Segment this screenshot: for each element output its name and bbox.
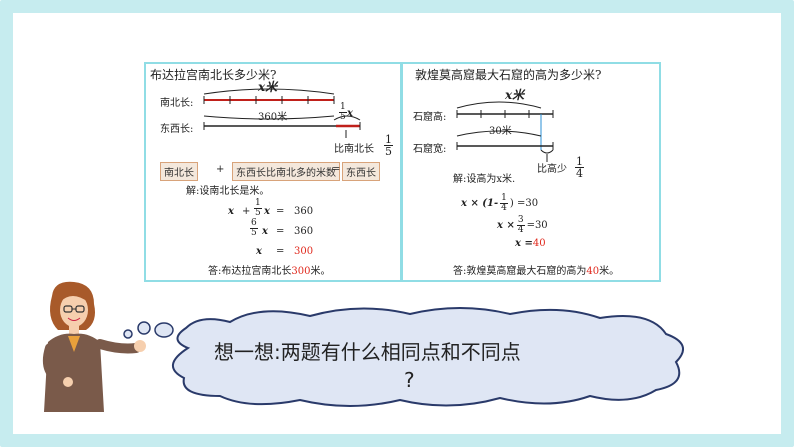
eq1-x2: x — [264, 206, 270, 217]
eq2-x: x — [262, 226, 268, 237]
solve-line-2: 解:设高为x米. — [453, 174, 516, 185]
eq3-x: x — [256, 246, 262, 257]
thought-cloud — [123, 307, 685, 407]
eq1-val: 360 — [294, 206, 314, 217]
eq2-3: x =40 — [515, 238, 546, 249]
problem2-line-diagram — [456, 101, 554, 162]
height-label: 石窟高: — [413, 112, 447, 123]
eq2-val: 360 — [294, 226, 314, 237]
ns-label: 南北长: — [160, 98, 194, 109]
problem2-question: 敦煌莫高窟最大石窟的高为多少米? — [415, 68, 602, 82]
thought-line-2: ? — [404, 368, 415, 392]
box-ew: 东西长 — [342, 162, 380, 181]
problem1-line-diagram — [203, 88, 361, 138]
problem2-x-label: x米 — [505, 88, 525, 102]
eq2-eq: = — [276, 226, 285, 237]
answer1: 答:布达拉宫南北长300米。 — [208, 266, 331, 277]
box-diff: 东西长比南北多的米数 — [232, 162, 340, 181]
problem1-question: 布达拉宫南北长多少米? — [150, 68, 277, 82]
eq1-x: x — [228, 206, 234, 217]
len-30: 30米 — [489, 126, 512, 137]
teacher-illustration — [42, 281, 146, 412]
box-ns: 南北长 — [160, 162, 198, 181]
problem1-x-label: x米 — [258, 80, 278, 94]
plus-sign: + — [216, 164, 225, 175]
eq3-eq: = — [276, 246, 285, 257]
eq1-eq: = — [276, 206, 285, 217]
x-small: x — [347, 108, 353, 119]
len-360: 360米 — [258, 112, 288, 123]
width-label: 石窟宽: — [413, 144, 447, 155]
equals-sign: = — [332, 164, 341, 175]
compare-text-2: 比高少 — [537, 164, 567, 175]
eq3-val: 300 — [294, 246, 314, 257]
ew-label: 东西长: — [160, 124, 194, 135]
eq1-plus: + — [242, 206, 251, 217]
solve-line: 解:设南北长是米。 — [186, 186, 270, 197]
answer2: 答:敦煌莫高窟最大石窟的高为40米。 — [453, 266, 620, 277]
compare-text: 比南北长 — [334, 144, 374, 155]
thought-line-1: 想一想:两题有什么相同点和不同点 — [214, 340, 521, 364]
